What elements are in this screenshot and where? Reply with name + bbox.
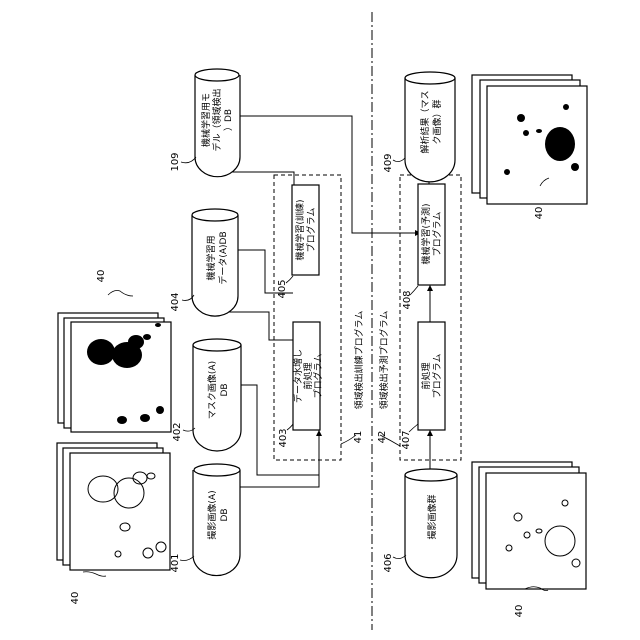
ml-model-db-label-3: ）DB: [223, 109, 234, 131]
ref-408: 408: [402, 290, 413, 309]
training-data-db-label-1: 機械学習用: [205, 235, 217, 280]
analysis-result-image-stack: [472, 75, 587, 204]
ref-40-top-left: 40: [96, 270, 107, 283]
ref-409: 409: [383, 153, 394, 172]
ref-109: 109: [170, 152, 181, 171]
ref-405: 405: [277, 279, 288, 298]
ml-model-db-label-2: デル（領域検出: [211, 88, 223, 151]
ref-40-top-right: 40: [534, 207, 545, 220]
ref-406: 406: [383, 553, 394, 572]
ref-401: 401: [170, 553, 181, 572]
mask-image-db-label-1: マスク画像(A): [206, 361, 218, 419]
photo-group-image-stack: [472, 462, 586, 589]
ref-41: 41: [353, 431, 364, 444]
mask-image-stack: [58, 313, 171, 432]
mask-image-db-label-2: DB: [220, 383, 230, 396]
data-augment-label-1: データ水増し: [292, 349, 304, 403]
ml-training-label-1: 機械学習(訓練): [294, 199, 306, 260]
preprocess-label-1: 前処理: [420, 362, 432, 389]
ml-predict-label-2: プログラム: [431, 212, 443, 257]
predict-group-title: 領域検出予測プログラム: [378, 311, 390, 410]
ml-predict-label-1: 機械学習(予測): [420, 203, 432, 264]
preprocess-label-2: プログラム: [431, 354, 443, 399]
ref-403: 403: [278, 428, 289, 447]
flow-lines: [212, 116, 430, 487]
analysis-result-db-label-1: 解析結果（マス: [419, 90, 431, 153]
photo-image-db-label-1: 撮影画像(A): [206, 490, 218, 539]
ref-407: 407: [401, 430, 412, 449]
training-data-db-label-2: データ(A)DB: [217, 231, 229, 284]
ref-404: 404: [170, 292, 181, 311]
ref-402: 402: [172, 422, 183, 441]
ml-model-db-label-1: 機械学習用モ: [200, 93, 212, 147]
data-augment-label-3: プログラム: [312, 354, 324, 399]
photo-group-db-label: 撮影画像群: [426, 494, 438, 539]
ref-40-bottom-left: 40: [70, 592, 81, 605]
data-augment-label-2: 前処理: [302, 362, 314, 389]
ref-40-bottom-right: 40: [514, 605, 525, 618]
analysis-result-db-label-2: ク画像）群: [431, 99, 443, 144]
photo-image-stack: [57, 443, 170, 570]
ref-42: 42: [377, 431, 388, 444]
ml-training-label-2: プログラム: [305, 208, 317, 253]
photo-image-db-label-2: DB: [220, 508, 230, 521]
training-group-title: 領域検出訓練プログラム: [353, 311, 365, 410]
